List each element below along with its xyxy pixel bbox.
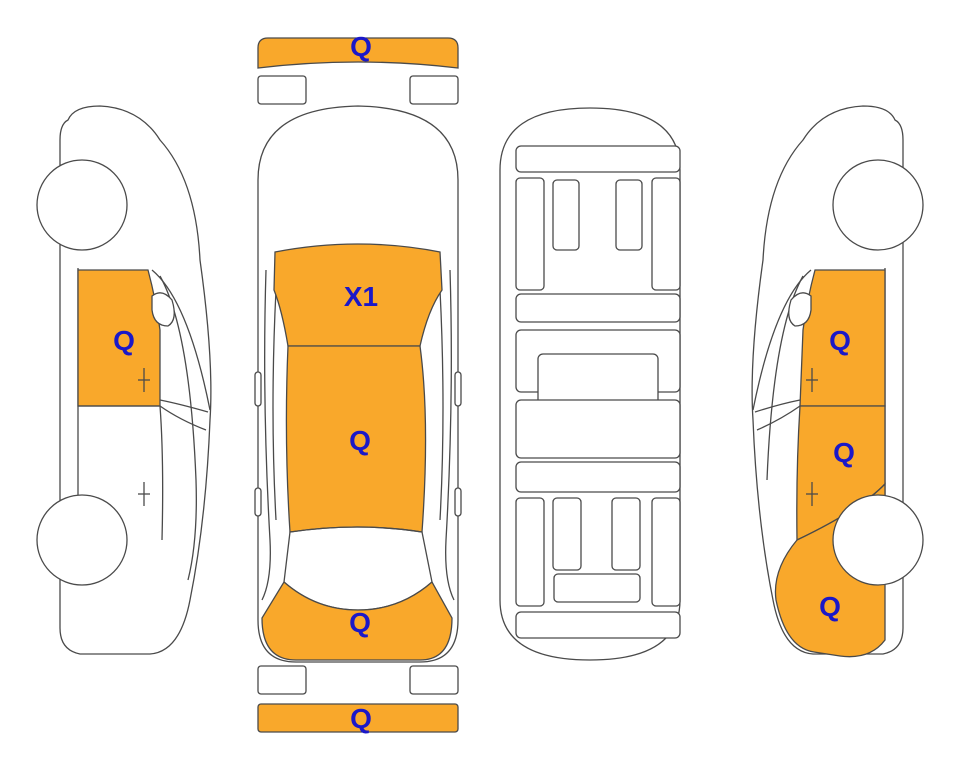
rear-left-light [257, 665, 307, 695]
front-right-light [409, 75, 459, 105]
left-rear-wheel [36, 494, 128, 586]
left-front-wheel [36, 159, 128, 251]
right-rear-door-label: Q [833, 437, 855, 468]
trunk-panel[interactable] [261, 580, 453, 661]
right-side-view: Q Q Q [751, 105, 924, 658]
trunk-label: Q [349, 607, 371, 638]
underside-view [499, 107, 681, 661]
left-mirror [254, 371, 262, 407]
right-rear-wheel [832, 494, 924, 586]
right-rear-quarter-label: Q [819, 591, 841, 622]
top-view: Q X1 Q Q Q [254, 31, 462, 734]
rear-bumper-panel[interactable] [257, 703, 459, 733]
roof-label: Q [349, 425, 371, 456]
rear-bumper-label: Q [350, 703, 372, 734]
hood-panel[interactable] [273, 243, 443, 347]
right-front-door-label: Q [829, 325, 851, 356]
front-left-light [257, 75, 307, 105]
right-front-wheel [832, 159, 924, 251]
rear-right-light [409, 665, 459, 695]
right-mirror [454, 371, 462, 407]
right-mirror-rear [454, 487, 462, 517]
hood-label: X1 [344, 281, 378, 312]
left-mirror-rear [254, 487, 262, 517]
left-front-door-label: Q [113, 325, 135, 356]
left-side-view: Q [36, 105, 212, 655]
front-bumper-panel[interactable] [257, 37, 459, 69]
front-bumper-label: Q [350, 31, 372, 62]
